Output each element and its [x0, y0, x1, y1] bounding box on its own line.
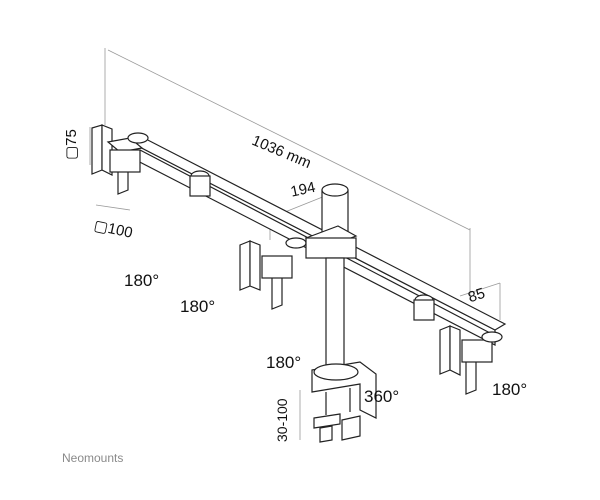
- vesa-75-label: ▢75: [63, 129, 80, 160]
- center-vesa-bracket: [239, 237, 307, 310]
- desk-clamp: [311, 361, 377, 443]
- clamp-range-label: 30-100: [274, 398, 290, 442]
- right-vesa-bracket: [439, 325, 503, 395]
- left-tilt-label: 180°: [124, 271, 160, 290]
- pole: [304, 183, 358, 369]
- swivel-label: 360°: [364, 387, 400, 406]
- right-tilt-label: 180°: [492, 380, 528, 399]
- center-tilt-label: 180°: [180, 297, 216, 316]
- arm-joints: [189, 170, 435, 321]
- pole-rotation-label: 180°: [266, 353, 302, 372]
- left-vesa-bracket: [91, 124, 149, 195]
- brand-logo: Neomounts: [62, 451, 124, 465]
